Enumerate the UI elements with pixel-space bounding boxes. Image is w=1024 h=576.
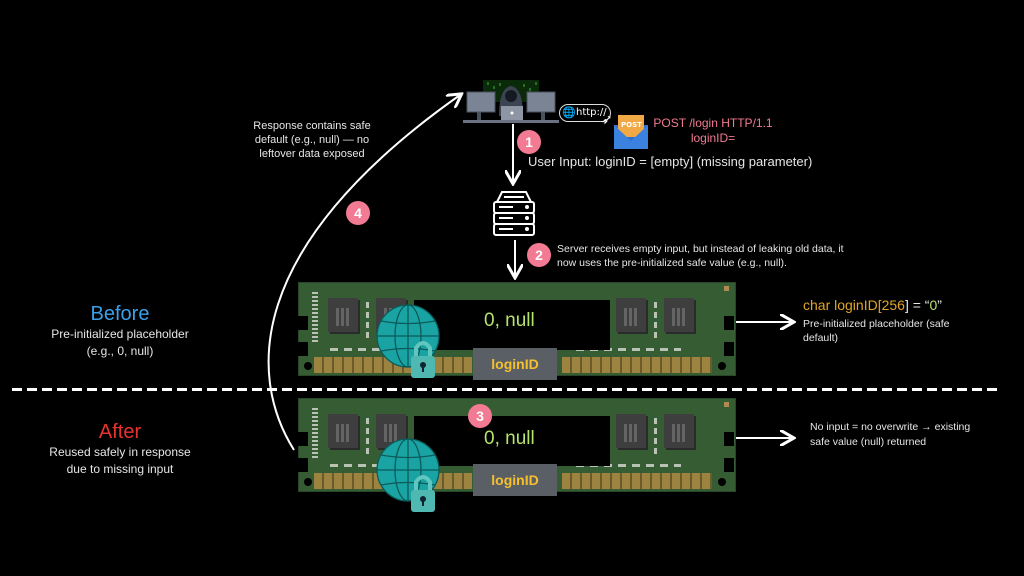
step-4-line-2: default (e.g., null) — no (254, 134, 370, 146)
memory-value: 0, null (484, 310, 535, 331)
memory-chip (664, 414, 694, 448)
code-close: ” (937, 297, 942, 313)
after-title: After (98, 421, 142, 443)
code-suffix: ] = “ (904, 297, 930, 313)
http-url-pill: 🌐 http:// (559, 104, 611, 122)
server-icon (492, 190, 536, 238)
before-code-annotation: char loginID[256] = “0” Pre-initialized … (803, 296, 950, 345)
memory-label: loginID (473, 348, 557, 380)
globe-icon: 🌐 (562, 106, 576, 119)
after-desc-line-1: Reused safely in response (49, 445, 191, 459)
after-label-group: After Reused safely in response due to m… (20, 420, 220, 478)
step-4-line-1: Response contains safe (253, 120, 371, 132)
step-2-line-2: now uses the pre-initialized safe value … (557, 257, 787, 269)
after-note-line-1: No input = no overwrite → existing (810, 421, 971, 433)
before-note-line-1: Pre-initialized placeholder (safe (803, 318, 950, 330)
after-memory-module: 0, null loginID (290, 398, 736, 496)
cursor-icon: ➶ (601, 112, 613, 128)
step-4-text: Response contains safe default (e.g., nu… (232, 119, 392, 161)
memory-chip (328, 298, 358, 332)
ram-pins-right (562, 357, 712, 373)
post-envelope-icon: POST (614, 113, 648, 149)
return-arrow (267, 95, 460, 451)
memory-display (414, 300, 610, 350)
code-value: 0 (929, 297, 938, 313)
step-2-text: Server receives empty input, but instead… (557, 242, 844, 270)
memory-chip (616, 298, 646, 332)
hacker-icon (463, 80, 559, 123)
request-line: POST /login HTTP/1.1 (653, 116, 773, 130)
before-title: Before (90, 303, 150, 325)
code-size: 256 (881, 297, 905, 313)
step-badge-2: 2 (527, 243, 551, 267)
http-request-text: POST /login HTTP/1.1 loginID= (648, 116, 778, 146)
globe-lock-icon (376, 304, 440, 378)
ram-pins-right (562, 473, 712, 489)
step-badge-4: 4 (346, 201, 370, 225)
memory-chip (328, 414, 358, 448)
section-divider (12, 388, 997, 391)
after-note: No input = no overwrite → existing safe … (810, 420, 970, 450)
memory-chip (664, 298, 694, 332)
before-note-line-2: default) (803, 332, 839, 344)
step-1-text: User Input: loginID = [empty] (missing p… (528, 154, 813, 169)
before-desc-line-1: Pre-initialized placeholder (51, 327, 189, 341)
step-badge-3: 3 (468, 404, 492, 428)
step-2-line-1: Server receives empty input, but instead… (557, 243, 844, 255)
memory-label: loginID (473, 464, 557, 496)
before-label-group: Before Pre-initialized placeholder (e.g.… (20, 302, 220, 360)
after-desc-line-2: due to missing input (66, 462, 174, 476)
memory-chip (616, 414, 646, 448)
envelope-label: POST (621, 121, 642, 129)
hacker-illustration (463, 80, 559, 126)
globe-lock-icon (376, 438, 440, 512)
code-prefix: char loginID[ (803, 297, 882, 313)
after-note-line-2: safe value (null) returned (810, 436, 927, 448)
memory-display (414, 416, 610, 466)
request-body: loginID= (690, 131, 736, 145)
step-4-line-3: leftover data exposed (259, 148, 365, 160)
step-badge-1: 1 (517, 130, 541, 154)
code-declaration: char loginID[256] = “0” (803, 296, 950, 314)
memory-value: 0, null (484, 428, 535, 449)
before-memory-module: 0, null loginID (290, 282, 736, 380)
before-desc-line-2: (e.g., 0, null) (86, 344, 154, 358)
http-label: http:// (576, 107, 607, 118)
